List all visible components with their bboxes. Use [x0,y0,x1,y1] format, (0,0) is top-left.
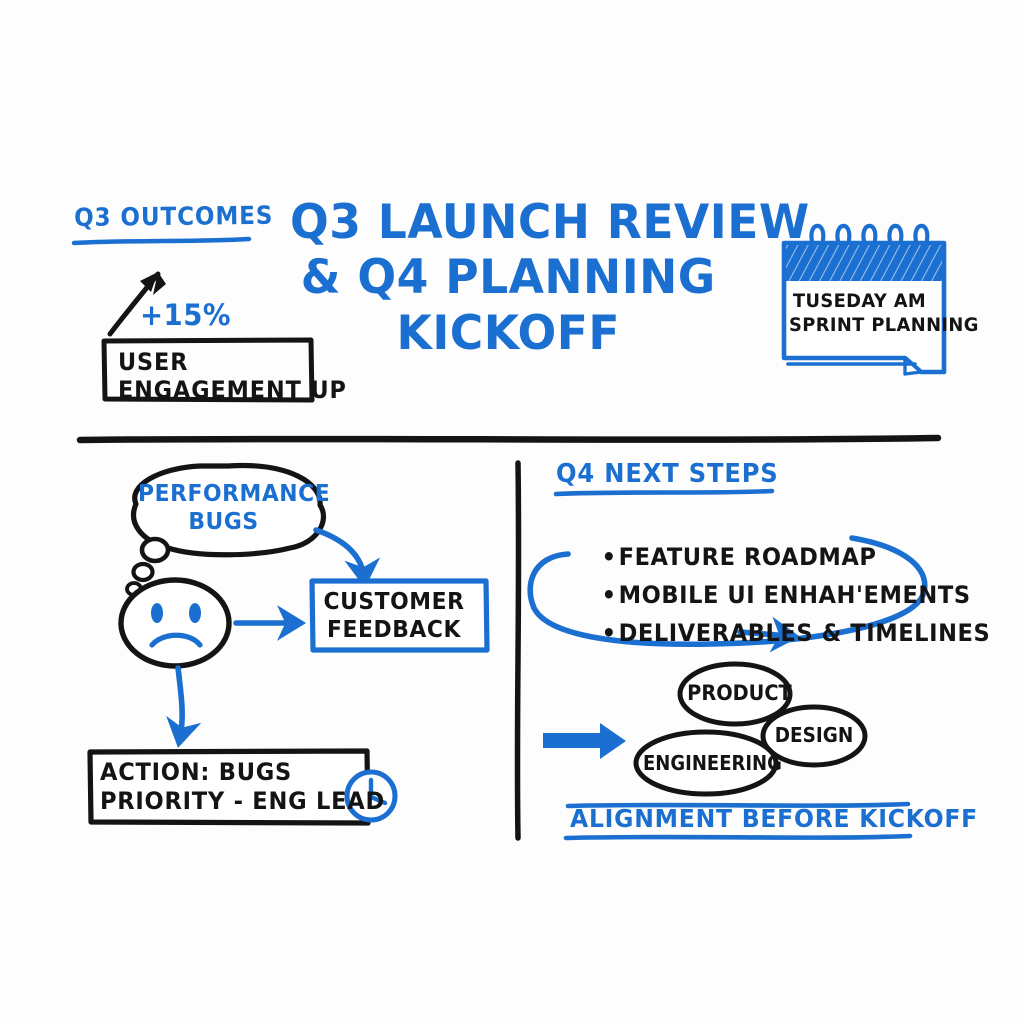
arrow-face-to-action [166,665,202,748]
customer-feedback-label: CUSTOMER FEEDBACK [323,589,465,644]
metric-value: +15% [140,298,231,332]
team-node-product: PRODUCT [687,681,792,705]
bullet-dot: • [601,619,617,647]
page-title: Q3 LAUNCH REVIEW & Q4 PLANNING KICKOFF [290,195,810,361]
arrow-bubble-to-feedback [313,527,381,589]
section-divider-vertical [514,460,522,841]
list-item: •DELIVERABLES & TIMELINES [568,591,990,675]
alignment-footer-label: ALIGNMENT BEFORE KICKOFF [570,804,978,833]
arrow-to-team-cluster [543,723,626,759]
list-item-label: MOBILE UI ENHAH'EMENTS [618,581,971,609]
sad-face-icon [118,577,232,669]
outcomes-underline [71,236,252,246]
list-item: •MOBILE UI ENHAH'EMENTS [568,553,971,637]
q4-heading-underline [553,488,775,497]
thought-bubble-label: PERFORMANCE BUGS [138,481,331,536]
list-item-label: FEATURE ROADMAP [618,543,877,571]
outcomes-heading: Q3 OUTCOMES [73,200,274,232]
list-item-label: DELIVERABLES & TIMELINES [618,619,991,647]
engagement-box-label: USER ENGAGEMENT UP [118,348,347,405]
q4-next-steps-heading: Q4 NEXT STEPS [556,459,779,489]
calendar-label: TUSEDAY AM SPRINT PLANNING [789,290,979,336]
bullet-dot: • [601,581,617,609]
section-divider-horizontal [76,434,942,444]
bullet-dot: • [601,543,617,571]
action-box-label: ACTION: BUGS PRIORITY - ENG LEAD [100,758,385,816]
list-item: •FEATURE ROADMAP [568,515,877,599]
team-node-design: DESIGN [774,723,854,747]
team-node-engineering: ENGINEERING [643,751,782,775]
